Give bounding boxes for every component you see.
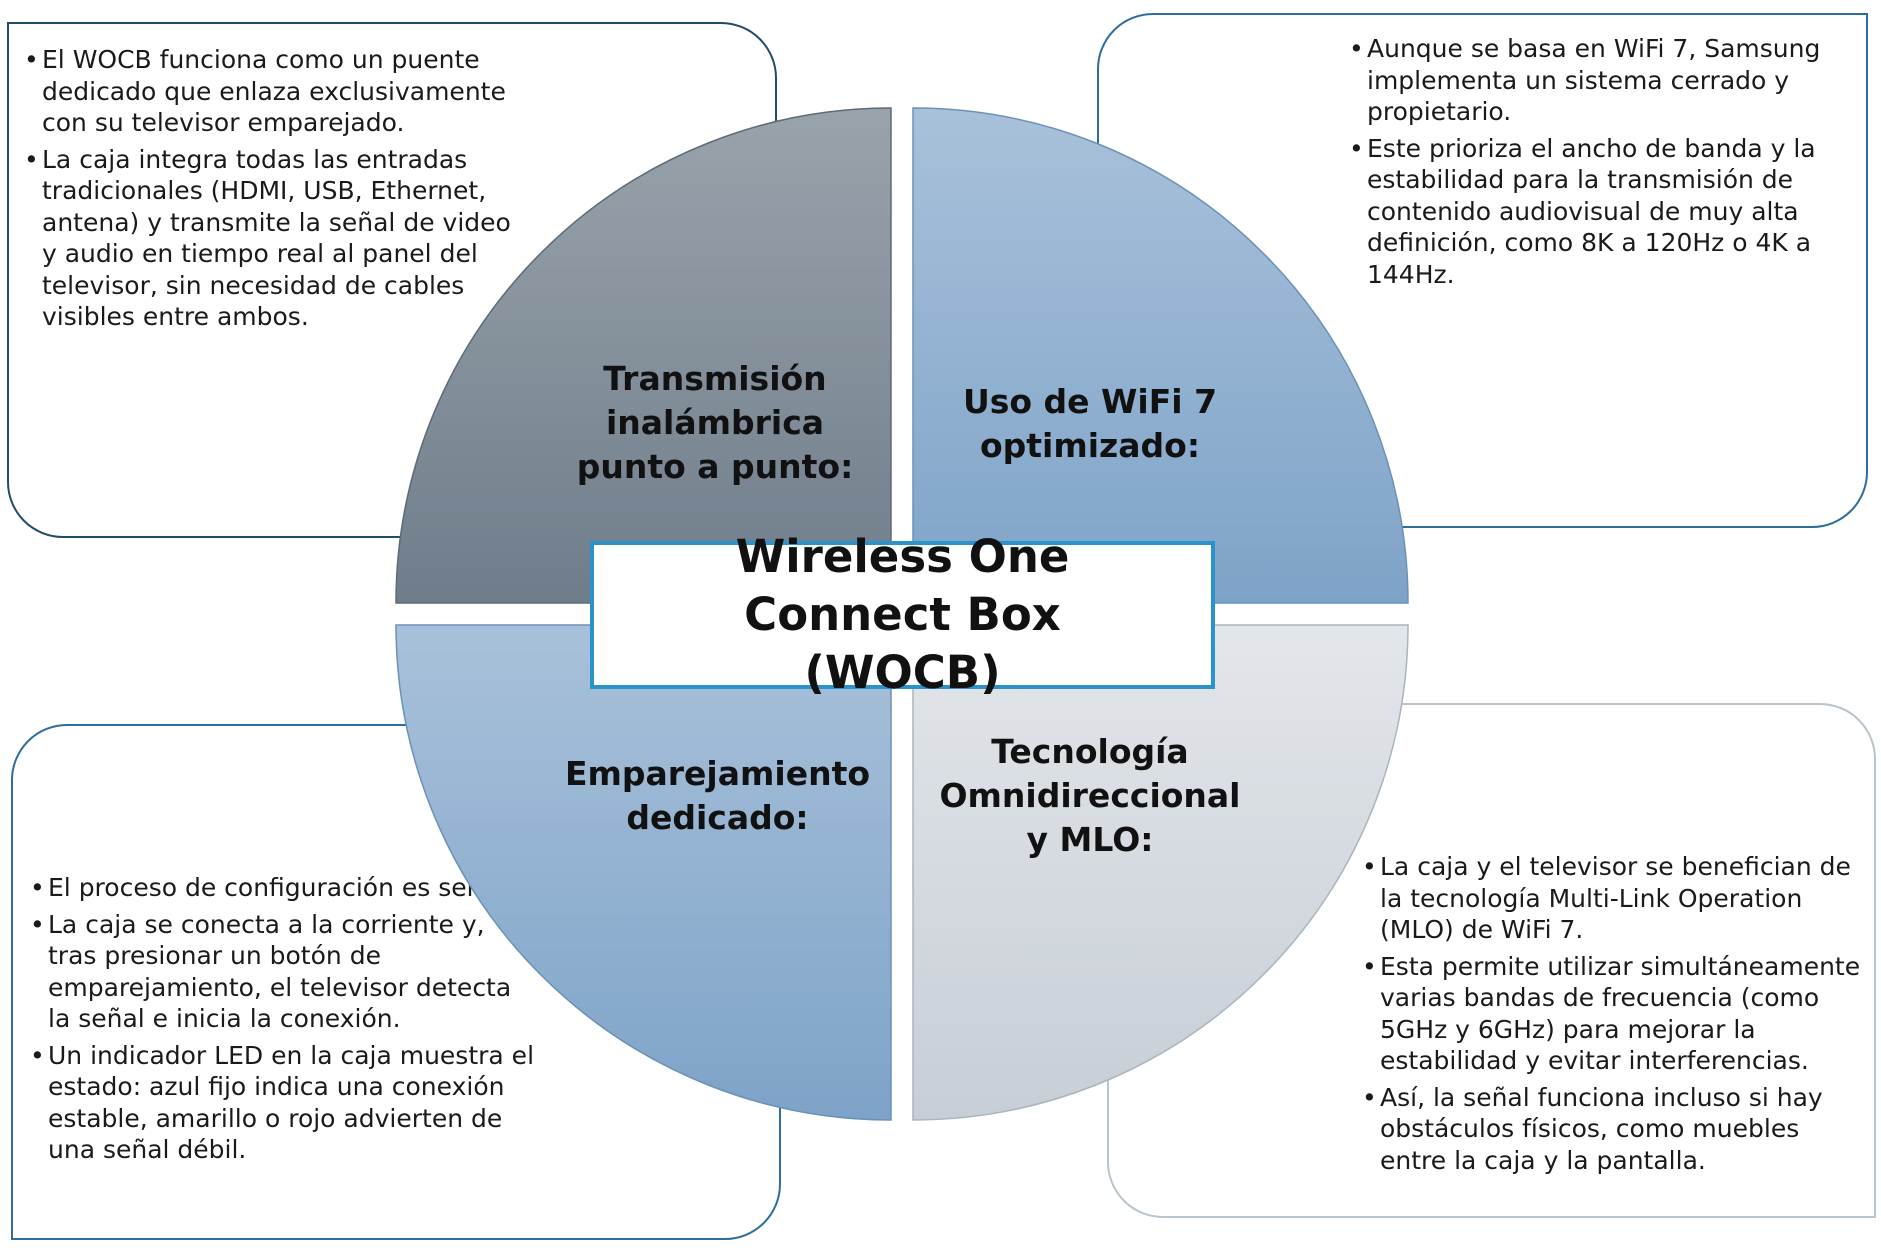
segment-bottom-right bbox=[912, 624, 1409, 1121]
bullet-item: La caja integra todas las entradas tradi… bbox=[24, 144, 524, 333]
bullet-list: El proceso de configuración es sencillo.… bbox=[30, 872, 540, 1171]
segment-label-bottom-left: Emparejamiento dedicado: bbox=[564, 754, 871, 837]
bullet-item: Así, la señal funciona incluso si hay ob… bbox=[1362, 1082, 1862, 1177]
bullet-list: Aunque se basa en WiFi 7, Samsung implem… bbox=[1349, 33, 1834, 295]
bullet-item: Esta permite utilizar simultáneamente va… bbox=[1362, 951, 1862, 1077]
bullet-item: Este prioriza el ancho de banda y la est… bbox=[1349, 133, 1834, 291]
segment-top-left bbox=[395, 107, 892, 604]
center-title-box: Wireless One Connect Box (WOCB) bbox=[590, 530, 1215, 699]
segment-top-right bbox=[912, 107, 1409, 604]
center-title: Wireless One Connect Box (WOCB) bbox=[735, 530, 1070, 699]
bullet-list: El WOCB funciona como un puente dedicado… bbox=[24, 44, 524, 338]
bullet-item: La caja se conecta a la corriente y, tra… bbox=[30, 909, 540, 1035]
bullet-item: Aunque se basa en WiFi 7, Samsung implem… bbox=[1349, 33, 1834, 128]
bullet-item: El WOCB funciona como un puente dedicado… bbox=[24, 44, 524, 139]
segment-bottom-left bbox=[395, 624, 892, 1121]
bullet-item: La caja y el televisor se benefician de … bbox=[1362, 851, 1862, 946]
bullet-item: Un indicador LED en la caja muestra el e… bbox=[30, 1040, 540, 1166]
segment-label-top-left: Transmisión inalámbrica punto a punto: bbox=[576, 359, 854, 486]
segment-label-top-right: Uso de WiFi 7 optimizado: bbox=[962, 382, 1218, 465]
segment-label-bottom-right: Tecnología Omnidireccional y MLO: bbox=[939, 732, 1241, 859]
bullet-list: La caja y el televisor se benefician de … bbox=[1362, 851, 1862, 1181]
bullet-item: El proceso de configuración es sencillo. bbox=[30, 872, 540, 904]
